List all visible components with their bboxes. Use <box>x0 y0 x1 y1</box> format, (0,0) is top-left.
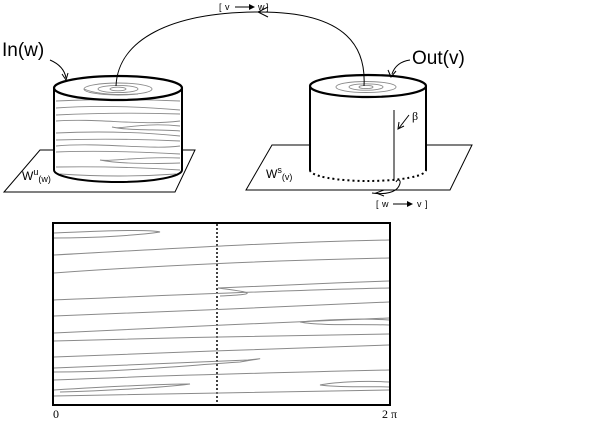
svg-text:w: w <box>381 199 389 209</box>
axis-two-pi-label: 2 π <box>382 407 397 421</box>
in-cylinder-side-curves <box>55 99 181 177</box>
in-cylinder-bottom-edge <box>53 169 183 183</box>
out-v-label: Out(v) <box>412 48 465 69</box>
out-cylinder-top-spiral <box>335 81 397 93</box>
unrolled-curves <box>53 229 390 397</box>
arc-v-to-w <box>115 11 365 87</box>
in-w-pointer-head <box>61 72 69 82</box>
svg-text:]: ] <box>266 2 269 12</box>
out-cylinder-body <box>310 86 426 181</box>
svg-text:v: v <box>225 2 230 12</box>
svg-text:[: [ <box>376 199 379 209</box>
in-cylinder-body <box>54 88 182 182</box>
svg-text:v: v <box>417 199 422 209</box>
out-v-pointer <box>391 59 411 75</box>
incoming-curve <box>371 179 401 195</box>
svg-text:[: [ <box>219 2 222 12</box>
left-assembly <box>2 74 196 193</box>
svg-text:w: w <box>257 2 265 12</box>
connecting-arc <box>115 6 365 87</box>
in-w-pointer <box>49 59 67 79</box>
out-v-pointer-head <box>387 69 397 78</box>
right-assembly <box>245 73 473 197</box>
arc-arrowhead <box>256 6 269 18</box>
axis-zero-label: 0 <box>53 407 59 421</box>
unrolled-frame <box>52 222 391 406</box>
wu-label: Wu(w) <box>22 167 51 184</box>
beta-label: β <box>412 109 418 123</box>
w-to-v-label: [ w v ] <box>376 199 428 209</box>
v-to-w-label: [ v w ] <box>219 2 269 12</box>
ws-label: Ws(v) <box>266 165 292 182</box>
out-cylinder-top <box>308 73 428 99</box>
incoming-curve-arrowhead <box>374 189 385 197</box>
out-cylinder-bottom-dotted-edge <box>309 169 427 182</box>
unrolled-cylinder-panel <box>52 222 391 406</box>
beta-pointer <box>398 114 410 129</box>
svg-text:]: ] <box>425 199 428 209</box>
in-cylinder-top <box>52 74 184 102</box>
in-cylinder-top-spiral <box>83 82 153 96</box>
in-w-label: In(w) <box>2 40 44 61</box>
beta-pointer-head <box>397 121 405 130</box>
